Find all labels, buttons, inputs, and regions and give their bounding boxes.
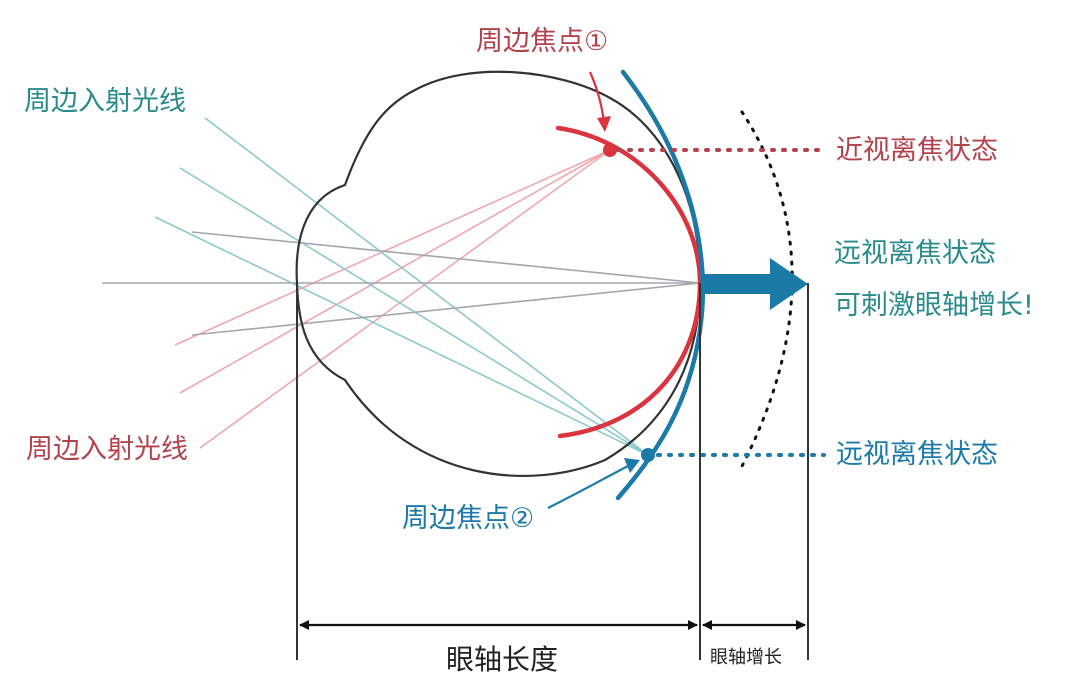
- myopic-defocus-label: 近视离焦状态: [836, 135, 998, 166]
- eye-outline: [295, 70, 702, 478]
- pink-rays: [174, 149, 611, 449]
- focus-1-arrow: [588, 71, 606, 124]
- focus-2-arrowhead: [624, 458, 640, 473]
- axial-growth-arrow: [704, 258, 808, 310]
- teal-rays: [154, 117, 649, 456]
- pink-ray: [174, 149, 611, 346]
- teal-ray: [204, 117, 649, 456]
- focus-1-arrowhead: [597, 116, 611, 132]
- peripheral-rays-bottom-label: 周边入射光线: [26, 434, 188, 465]
- hyperopic-defocus-label-1: 远视离焦状态: [834, 238, 996, 269]
- focus-2-arrow: [547, 465, 629, 509]
- pink-ray: [179, 149, 611, 394]
- teal-ray: [154, 216, 649, 456]
- hyperopic-defocus-label-2: 远视离焦状态: [836, 439, 998, 470]
- peripheral-rays-top-label: 周边入射光线: [24, 86, 186, 117]
- axial-growth-label: 眼轴增长: [710, 647, 782, 668]
- peripheral-focus-1-label: 周边焦点①: [476, 26, 609, 57]
- stimulate-axial-growth-label: 可刺激眼轴增长!: [834, 290, 1034, 321]
- axial-length-label: 眼轴长度: [446, 643, 559, 676]
- pink-ray: [199, 149, 611, 449]
- focus-point-1-dot: [603, 143, 617, 157]
- focus-point-2-dot: [641, 448, 655, 462]
- gray-ray: [191, 231, 701, 284]
- peripheral-focus-2-label: 周边焦点②: [402, 503, 535, 534]
- gray-ray: [191, 282, 701, 336]
- gray-rays: [102, 231, 701, 336]
- hyperopic-focal-shell: [615, 69, 706, 501]
